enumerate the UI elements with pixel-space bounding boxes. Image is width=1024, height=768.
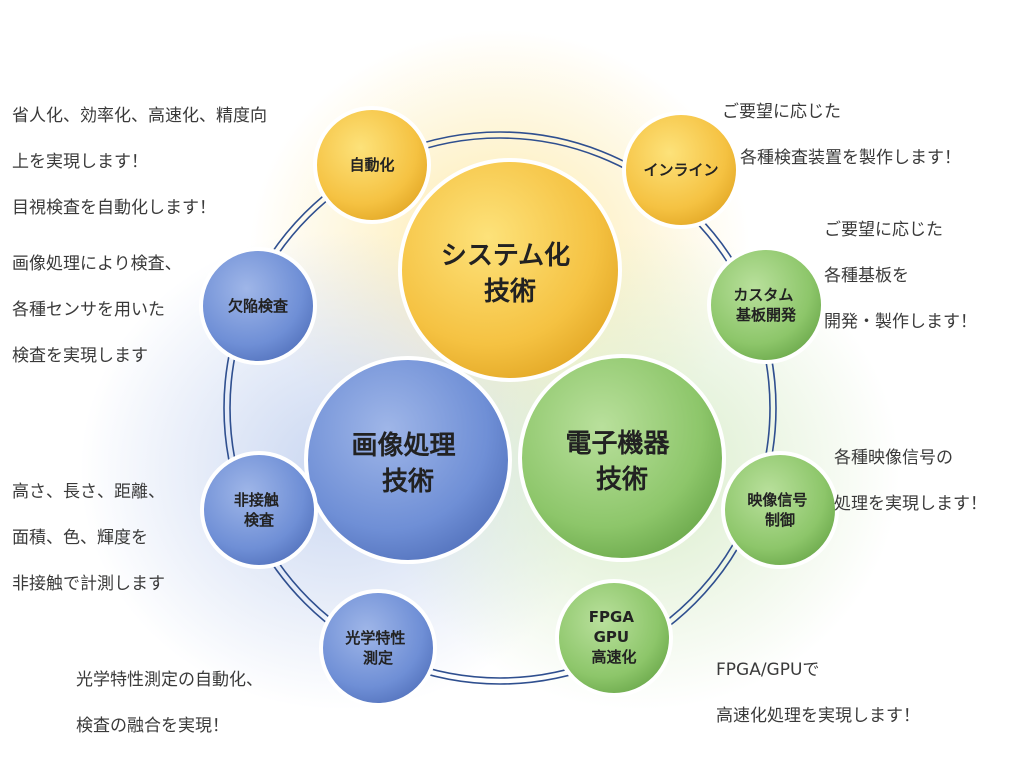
note-automation-line-1: 省人化、効率化、高速化、精度向: [12, 106, 267, 126]
node-custom-board: カスタム 基板開発: [707, 246, 825, 364]
core-system-line-2: 技術: [484, 277, 536, 307]
note-video-line-2: 処理を実現します！: [834, 494, 987, 514]
note-defect: 画像処理により検査、 各種センサを用いた 検査を実現します: [12, 230, 182, 391]
node-fpga: FPGA GPU 高速化: [555, 579, 673, 697]
svg-text:画像処理 技術: 画像処理 技術: [351, 431, 464, 497]
node-automation-line-1: 自動化: [349, 156, 394, 174]
inner-ring: [229, 137, 771, 679]
note-optical-line-2: 検査の融合を実現！: [76, 716, 229, 736]
note-video: 各種映像信号の 処理を実現します！: [834, 424, 987, 539]
core-electronic: 電子機器 技術: [518, 354, 726, 562]
node-video-line-1: 映像信号: [747, 491, 807, 509]
svg-text:非接触 検査: 非接触 検査: [234, 491, 284, 529]
note-defect-line-1: 画像処理により検査、: [12, 254, 182, 274]
note-noncontact-line-1: 高さ、長さ、距離、: [12, 482, 165, 502]
note-defect-line-2: 各種センサを用いた: [12, 300, 165, 320]
svg-text:光学特性 測定: 光学特性 測定: [344, 629, 410, 667]
note-custom-board-line-3: 開発・製作します！: [824, 312, 977, 332]
svg-text:システム化 技術: システム化 技術: [441, 241, 579, 307]
core-image: 画像処理 技術: [304, 356, 512, 564]
note-custom-board-line-1: ご要望に応じた: [824, 220, 943, 240]
node-fpga-line-3: 高速化: [591, 648, 636, 666]
note-defect-line-3: 検査を実現します: [12, 346, 148, 366]
svg-text:電子機器 技術: 電子機器 技術: [565, 429, 678, 495]
core-system: システム化 技術: [398, 158, 622, 382]
note-noncontact-line-2: 面積、色、輝度を: [12, 528, 148, 548]
note-inline-line-1: ご要望に応じた: [722, 102, 841, 122]
note-custom-board: ご要望に応じた 各種基板を 開発・製作します！: [824, 196, 977, 357]
node-fpga-line-2: GPU: [594, 628, 630, 646]
note-automation-line-2: 上を実現します！: [12, 152, 148, 172]
core-image-line-2: 技術: [382, 467, 434, 497]
node-video-line-2: 制御: [765, 511, 795, 529]
core-electronic-line-2: 技術: [596, 465, 648, 495]
core-system-line-1: システム化: [441, 241, 570, 271]
note-fpga-line-2: 高速化処理を実現します！: [716, 706, 920, 726]
node-custom-board-line-2: 基板開発: [735, 306, 797, 324]
svg-text:FPGA GPU 高速化: FPGA GPU 高速化: [589, 608, 639, 666]
note-inline: ご要望に応じた 各種検査装置を製作します！: [722, 78, 961, 193]
node-fpga-line-1: FPGA: [589, 608, 635, 626]
svg-text:自動化: 自動化: [349, 156, 394, 174]
node-custom-board-line-1: カスタム: [733, 286, 793, 304]
note-fpga-line-1: FPGA/GPUで: [716, 660, 820, 680]
note-fpga: FPGA/GPUで 高速化処理を実現します！: [716, 636, 920, 751]
note-noncontact-line-3: 非接触で計測します: [12, 574, 165, 594]
note-custom-board-line-2: 各種基板を: [824, 266, 909, 286]
core-image-line-1: 画像処理: [351, 431, 455, 461]
node-optical-line-2: 測定: [363, 649, 393, 667]
node-defect: 欠陥検査: [199, 247, 317, 365]
core-electronic-line-1: 電子機器: [565, 429, 670, 459]
note-noncontact: 高さ、長さ、距離、 面積、色、輝度を 非接触で計測します: [12, 458, 165, 619]
node-inline: インライン: [622, 111, 740, 229]
svg-text:欠陥検査: 欠陥検査: [228, 297, 289, 315]
node-inline-line-1: インライン: [643, 161, 718, 179]
outer-ring: [223, 131, 777, 685]
node-noncontact-line-1: 非接触: [234, 491, 279, 509]
node-noncontact-line-2: 検査: [244, 511, 275, 529]
note-video-line-1: 各種映像信号の: [834, 448, 953, 468]
node-optical: 光学特性 測定: [319, 589, 437, 707]
node-video: 映像信号 制御: [721, 451, 839, 569]
node-noncontact: 非接触 検査: [200, 451, 318, 569]
note-automation-line-3: 目視検査を自動化します！: [12, 198, 216, 218]
note-optical-line-1: 光学特性測定の自動化、: [76, 670, 263, 690]
node-defect-line-1: 欠陥検査: [228, 297, 289, 315]
note-automation: 省人化、効率化、高速化、精度向 上を実現します！ 目視検査を自動化します！: [12, 82, 267, 243]
node-automation: 自動化: [313, 106, 431, 224]
svg-text:カスタム 基板開発: カスタム 基板開発: [733, 286, 798, 324]
note-inline-line-2: 各種検査装置を製作します！: [740, 148, 961, 168]
svg-text:映像信号 制御: 映像信号 制御: [747, 491, 812, 529]
svg-text:インライン: インライン: [643, 161, 718, 179]
node-optical-line-1: 光学特性: [344, 629, 405, 647]
note-optical: 光学特性測定の自動化、 検査の融合を実現！: [76, 646, 263, 761]
